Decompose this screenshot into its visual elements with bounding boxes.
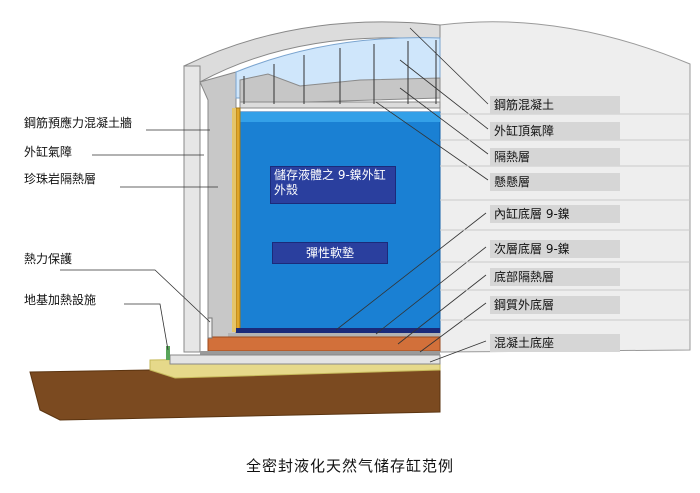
dome-concrete [183,21,441,83]
label-insulation: 隔熱層 [490,148,620,166]
outer-wall-left [183,65,201,353]
inner-bottom-layer [236,328,440,333]
label-steel-outer-bottom: 鋼質外底層 [490,296,620,314]
right-leaders [335,27,489,363]
label-thermal-protection: 熱力保護 [24,252,73,266]
liquid-lng [239,111,441,333]
right-face-dividers [440,113,690,321]
label-outer-barrier: 外缸氣障 [24,145,73,159]
label-bottom-insulation: 底部隔熱層 [490,268,620,286]
left-leaders [60,129,218,351]
foundation-heating-element [166,346,170,360]
label-storage-shell: 儲存液體之 9-鎳外缸 外殼 [270,166,396,204]
liquid-top-band [240,112,440,122]
label-rc-wall: 鋼筋預應力混凝土牆 [24,116,133,130]
bottom-insulation-layer [207,336,441,352]
thermal-protection-element [207,317,213,339]
label-concrete-base: 混凝土底座 [490,334,620,352]
concrete-base [169,354,441,365]
label-suspended-deck: 懸懸層 [490,173,620,191]
figure-caption: 全密封液化天然气储存缸范例 [245,457,454,475]
second-bottom-layer [228,333,440,337]
label-second-bottom: 次層底層 9-鎳 [490,240,620,258]
perlite-wall [199,71,237,341]
label-foundation-heating: 地基加熱設施 [24,293,97,307]
label-storage-shell-line2: 外殼 [274,183,299,197]
label-inner-bottom: 內缸底層 9-鎳 [490,205,620,223]
steel-outer-bottom [200,351,440,355]
elastic-strip [232,108,236,332]
label-perlite: 珍珠岩隔熱層 [24,172,97,186]
label-storage-shell-line1: 儲存液體之 9-鎳外缸 [274,168,386,182]
label-rc-concrete: 鋼筋混凝土 [490,96,620,114]
label-outer-roof-barrier: 外缸頂氣障 [490,122,620,140]
label-elastic-pad: 彈性軟墊 [272,242,388,264]
inner-tank-wall [235,107,241,333]
deck-hangers [243,40,437,104]
